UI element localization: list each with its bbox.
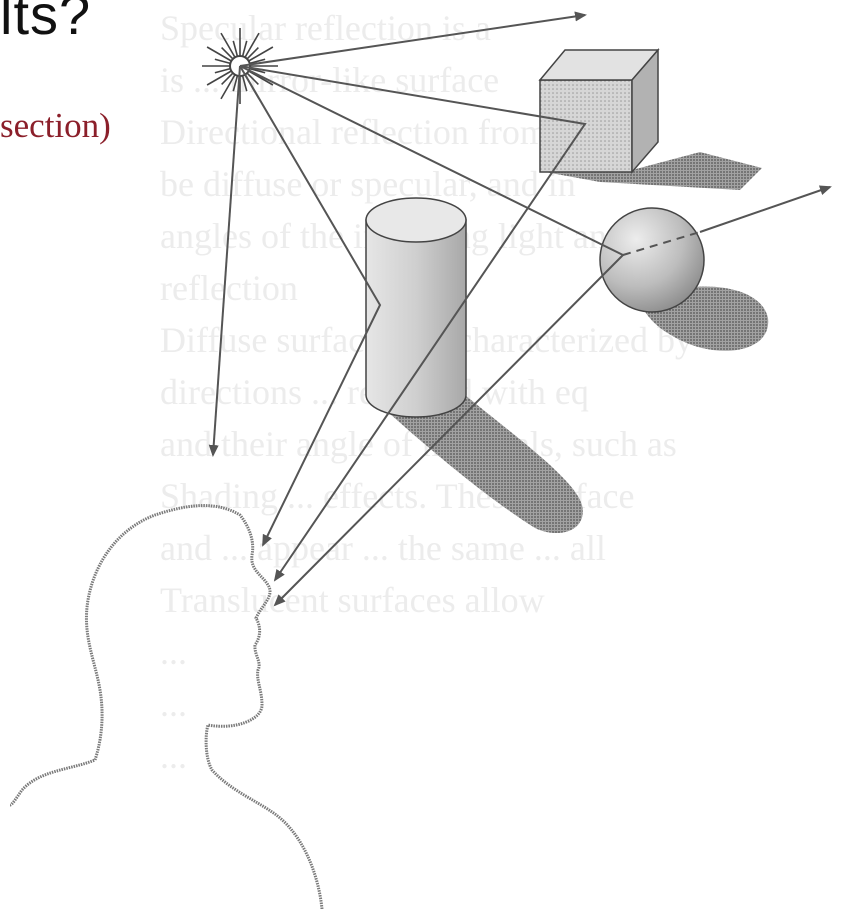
sun-ray [206,46,232,62]
sun-ray [249,58,266,65]
cylinder-body [365,219,467,418]
sun-ray [206,70,232,86]
sun-ray [246,47,259,60]
sun-ray [214,67,231,74]
sun-ray [232,75,239,92]
cube-shadow [545,152,762,190]
sun-ray [248,46,274,62]
cylinder [365,197,467,418]
sun-ray [246,72,259,85]
ray-sphere-exit [699,185,832,233]
sun-ray [249,67,266,74]
sun-ray [221,47,234,60]
background-text-line: ... [160,684,187,724]
cube-front-face [539,79,633,173]
viewer-head-outline [9,504,324,909]
sphere [599,207,705,313]
background-text-line: ... [160,736,187,776]
sun-ray [214,58,231,65]
background-text-line: and ... appear ... the same ... all [160,528,606,568]
cylinder-top [365,197,467,243]
ray-cube-to-eye [239,65,587,582]
sun-ray [220,74,236,100]
sun-ray [241,75,248,92]
background-text-line: Translucent surfaces allow [160,580,545,620]
cube-side-face [631,47,659,175]
sun-ray [220,32,236,58]
background-text-line: reflection [160,268,298,308]
sun-ray [241,40,248,57]
ray-cylinder-to-eye [239,65,382,547]
sun-ray [244,32,260,58]
background-text-line: ... [160,632,187,672]
sphere-body [599,207,705,313]
cylinder-shadow [380,395,583,534]
background-text-line: be diffuse or specular, and in [160,164,576,204]
cube [538,47,660,175]
ray-direct-to-viewer [208,65,241,457]
head-silhouette-icon [9,504,324,909]
slide-title-fragment: lts? [0,0,92,46]
slide-subtitle-fragment: section) [0,106,111,145]
sun-ray [221,72,234,85]
background-text-line: Specular reflection is a [160,8,491,48]
light-rays [208,11,832,607]
sun-ray [232,40,239,57]
ray-to-sky [239,11,587,67]
